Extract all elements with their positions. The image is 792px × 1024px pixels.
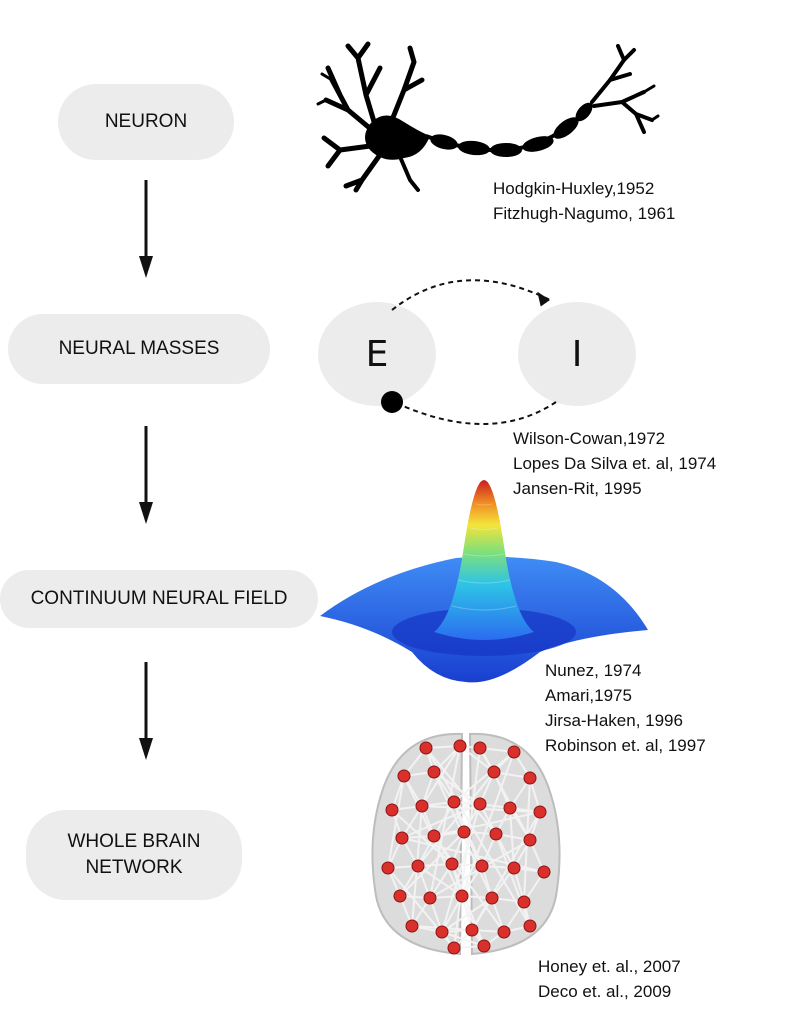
connectome-node (523, 771, 537, 785)
excitatory-population: E (318, 302, 436, 406)
down-arrow-3 (139, 662, 153, 760)
connectome-edge (433, 811, 541, 837)
connectome-node (523, 919, 537, 933)
connectome-node (489, 827, 503, 841)
connectome-node (465, 923, 479, 937)
reference: Honey et. al., 2007 (538, 957, 681, 976)
connectome-edge (495, 833, 531, 927)
connectome-edge (451, 863, 485, 947)
connectome-node (397, 769, 411, 783)
coupling-arrows (381, 279, 557, 425)
connectome-node (473, 797, 487, 811)
connectome-node (455, 889, 469, 903)
connectome-node (517, 895, 531, 909)
references-neuron: Hodgkin-Huxley,1952 Fitzhugh-Nagumo, 196… (493, 176, 675, 226)
mexican-hat-surface-icon (320, 480, 648, 683)
connectome-node (445, 857, 459, 871)
reference: Jansen-Rit, 1995 (513, 479, 642, 498)
connectome-edge (399, 831, 465, 897)
connectome-node (423, 891, 437, 905)
connectome-node (447, 941, 461, 955)
reference: Nunez, 1974 (545, 661, 642, 680)
references-neural-field: Nunez, 1974 Amari,1975 Jirsa-Haken, 1996… (545, 658, 706, 758)
connectome-node (497, 925, 511, 939)
references-neural-masses: Wilson-Cowan,1972 Lopes Da Silva et. al,… (513, 426, 716, 501)
reference: Fitzhugh-Nagumo, 1961 (493, 204, 676, 223)
neuron-icon (316, 41, 660, 193)
connectome-node (453, 739, 467, 753)
level-neural-masses: NEURAL MASSES (8, 314, 270, 384)
connectome-node (537, 865, 551, 879)
reference: Amari,1975 (545, 686, 632, 705)
reference: Robinson et. al, 1997 (545, 736, 706, 755)
connectome-node (475, 859, 489, 873)
reference: Wilson-Cowan,1972 (513, 429, 666, 448)
connectome-node (507, 745, 521, 759)
reference: Lopes Da Silva et. al, 1974 (513, 454, 717, 473)
connectome-node (405, 919, 419, 933)
reference: Hodgkin-Huxley,1952 (493, 179, 655, 198)
connectome-node (473, 741, 487, 755)
connectome-node (395, 831, 409, 845)
connectome-node (427, 765, 441, 779)
connectome-node (503, 801, 517, 815)
level-whole-brain-network: WHOLE BRAIN NETWORK (26, 810, 242, 900)
connectome-node (477, 939, 491, 953)
connectome-edge (429, 863, 453, 899)
level-neuron: NEURON (58, 84, 234, 160)
connectome-node (411, 859, 425, 873)
connectome-node (415, 799, 429, 813)
connectome-edge (441, 895, 463, 933)
connectome-node (393, 889, 407, 903)
connectome-node (381, 861, 395, 875)
down-arrow-2 (139, 426, 153, 524)
connectome-node (385, 803, 399, 817)
brain-connectome-icon (371, 732, 561, 956)
inhibitory-population: I (518, 302, 636, 406)
connectome-node (487, 765, 501, 779)
references-brain-network: Honey et. al., 2007 Deco et. al., 2009 (538, 954, 681, 1004)
connectome-node (427, 829, 441, 843)
connectome-node (507, 861, 521, 875)
connectome-edge (417, 771, 495, 867)
reference: Deco et. al., 2009 (538, 982, 672, 1001)
connectome-node (419, 741, 433, 755)
connectome-edge (493, 771, 511, 809)
connectome-node (457, 825, 471, 839)
level-continuum-neural-field: CONTINUUM NEURAL FIELD (0, 570, 318, 628)
reference: Jirsa-Haken, 1996 (545, 711, 683, 730)
connectome-edge (479, 747, 531, 841)
connectome-edge (429, 745, 461, 899)
connectome-edge (441, 803, 481, 933)
connectome-node (485, 891, 499, 905)
connectome-node (523, 833, 537, 847)
connectome-node (533, 805, 547, 819)
connectome-node (435, 925, 449, 939)
connectome-node (447, 795, 461, 809)
connectome-edge (401, 837, 545, 873)
connectome-edge (441, 897, 493, 933)
connectome-edge (459, 745, 495, 773)
down-arrow-1 (139, 180, 153, 278)
connectome-edge (401, 803, 481, 839)
